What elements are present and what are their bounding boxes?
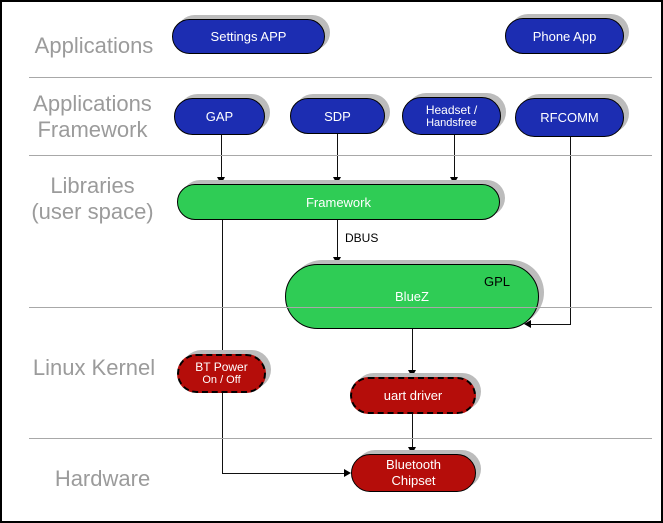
layer-label-text: Linux Kernel (32, 355, 156, 380)
edge-gap-framework-line (221, 135, 222, 180)
layer-label-text: Hardware (54, 466, 151, 491)
node-settings-app: Settings APP (172, 19, 325, 54)
edge-rfcomm-bluez-hline (531, 324, 571, 325)
edge-framework-chipset-vline (222, 220, 223, 474)
edge-framework-bluez-arrowhead (333, 257, 341, 264)
gpl-license-badge: GPL (483, 274, 510, 289)
layer-label-libraries: Libraries (user space) (20, 173, 165, 225)
edge-gap-framework-arrowhead (217, 177, 225, 184)
node-sdp: SDP (290, 98, 385, 134)
node-label: Phone App (532, 28, 597, 44)
layer-label-hardware: Hardware (35, 466, 170, 492)
node-label: Bluetooth (386, 457, 441, 472)
edge-headset-framework-arrowhead (450, 177, 458, 184)
layer-label-text: Framework (37, 117, 148, 142)
node-gap: GAP (174, 98, 265, 135)
node-label: SDP (324, 108, 351, 124)
node-label: Headset / (425, 102, 478, 117)
edge-sdp-framework-arrowhead (333, 177, 341, 184)
separator-applications (29, 77, 652, 78)
edge-bluez-uart-arrowhead (408, 370, 416, 377)
node-phone-app: Phone App (505, 18, 624, 54)
node-label: BT Power (195, 360, 248, 374)
edge-rfcomm-bluez-vline (570, 137, 571, 325)
edge-uart-chipset-arrowhead (408, 447, 416, 454)
edge-framework-chipset-arrowhead (344, 469, 351, 477)
node-headset-handsfree: Headset / Handsfree (402, 97, 501, 135)
node-bt-power: BT Power On / Off (177, 354, 266, 393)
edge-sdp-framework-line (337, 134, 338, 180)
node-label: Chipset (391, 473, 436, 488)
layer-label-applications-framework: Applications Framework (20, 91, 165, 143)
layer-label-text: Libraries (50, 173, 135, 198)
node-framework: Framework (177, 184, 500, 220)
node-label: BlueZ (395, 289, 429, 304)
node-label: uart driver (383, 388, 443, 403)
layer-label-applications: Applications (27, 33, 161, 59)
edge-rfcomm-bluez-arrowhead (524, 320, 531, 328)
node-label: GAP (205, 109, 234, 124)
layer-label-text: (user space) (31, 199, 154, 224)
node-bluez: BlueZ GPL (285, 264, 539, 329)
edge-headset-framework-line (454, 135, 455, 180)
node-label: Framework (305, 194, 371, 210)
separator-linux-kernel (29, 438, 652, 439)
edge-framework-chipset-hline (222, 473, 344, 474)
layer-label-text: Applications (33, 91, 152, 116)
layer-label-linux-kernel: Linux Kernel (24, 355, 164, 381)
node-label: Handsfree (426, 116, 477, 129)
node-uart-driver: uart driver (350, 377, 476, 414)
node-label: RFCOMM (540, 110, 599, 125)
dbus-edge-label: DBUS (345, 231, 379, 245)
edge-uart-chipset-line (412, 414, 413, 448)
node-rfcomm: RFCOMM (515, 98, 624, 137)
edge-bluez-uart-line (412, 329, 413, 372)
node-bluetooth-chipset: Bluetooth Chipset (351, 454, 476, 492)
separator-libraries (29, 307, 652, 308)
edge-framework-bluez-line (337, 220, 338, 258)
layer-label-text: Applications (34, 33, 154, 58)
node-label: On / Off (202, 374, 241, 386)
separator-applications-framework (29, 155, 652, 156)
node-label: Settings APP (210, 29, 287, 44)
